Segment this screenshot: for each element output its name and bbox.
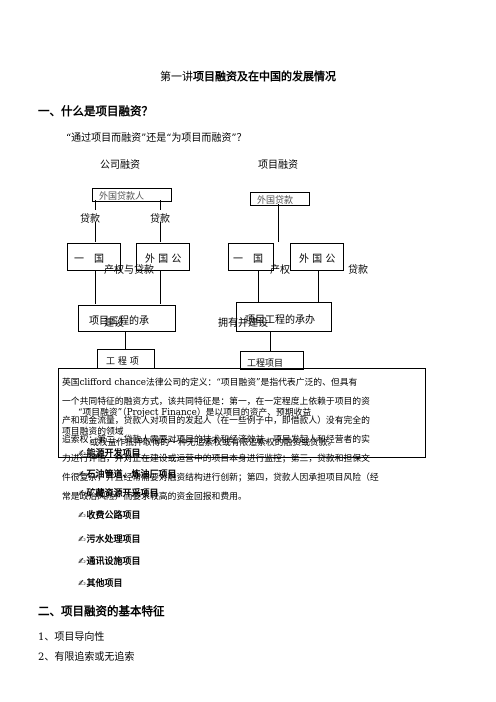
panel-line-5: 力进行评估，并对正在建设或运营中的项目本身进行监控；第三，贷款和担保文: [62, 454, 370, 464]
overlay-fields-title: 项目融资的领域: [62, 427, 124, 437]
section1-heading: 一、什么是项目融资？: [38, 104, 153, 118]
feature-1: 1、项目导向性: [38, 632, 105, 643]
left-build: 建设: [104, 318, 124, 329]
panel-line-1: 英国clifford chance法律公司的定义：“项目融资”是指代表广泛的、但…: [62, 378, 358, 388]
section2-heading: 二、项目融资的基本特征: [38, 604, 165, 618]
panel-line-4: 追索权；第二，贷款人需要对项目的技术和经济效益、项目发起人和经营者的实: [62, 435, 370, 445]
right-bottom-box: 项目工程的承办: [236, 302, 332, 332]
page-title: 第一讲项目融资及在中国的发展情况: [0, 68, 496, 84]
left-box-a: 一 国: [67, 243, 121, 271]
title-prefix: 第一讲: [160, 70, 193, 83]
feature-2: 2、有限追索或无追索: [38, 652, 135, 663]
project-finance-label: 项目融资: [258, 160, 298, 171]
left-box-b: 外 国 公: [136, 243, 190, 271]
section1-question: “通过项目而融资”还是“为项目而融资”？: [66, 133, 247, 144]
field-item-1: ✍能源开发项目: [78, 449, 141, 459]
right-box-b: 外 国 公: [290, 243, 344, 271]
corporate-finance-label: 公司融资: [100, 160, 140, 171]
right-own-build: 拥有并建设: [218, 318, 268, 329]
definition-panel: [58, 368, 426, 458]
field-item-4: ✍收费公路项目: [78, 511, 141, 521]
overlay-definition-2: 或权益作抵押取得的一种无追索权或有限追索权的融资或贷款。: [90, 438, 337, 448]
left-bottom-box: 项目工程的承: [78, 305, 176, 332]
overlay-definition-1: “项目融资”（Project Finance）是以项目的资产、预期收益: [78, 408, 312, 418]
panel-line-6: 件很复杂，并且经常需要对融资结构进行创新；第四，贷款人因承担项目风险（经: [62, 473, 379, 483]
field-item-3: ✍矿藏资源开采项目: [78, 489, 159, 499]
right-equity: 产权: [270, 265, 290, 276]
right-box-a: 一 国: [228, 243, 274, 271]
panel-line-2: 一个共同特征的融资方式，该共同特征是：第一，在一定程度上依赖于项目的资: [62, 397, 370, 407]
left-loan-2: 贷款: [150, 214, 170, 225]
left-loan-1: 贷款: [80, 214, 100, 225]
right-last-box: 工程项目: [240, 351, 304, 370]
field-item-5: ✍污水处理项目: [78, 535, 141, 545]
field-item-2: ✍石油管道、炼油厂项目: [78, 470, 177, 480]
panel-line-3: 产和现金流量，贷款人对项目的发起人（在一些例子中，即借款人）没有完全的: [62, 416, 370, 426]
field-item-6: ✍通讯设施项目: [78, 557, 141, 567]
left-top-box: 外国贷款人: [92, 188, 172, 202]
left-last-box: 工 程 项: [97, 349, 155, 369]
panel-line-7: 常是政治风险）而要求较高的资金回报和费用。: [62, 492, 247, 502]
right-top-box: 外国贷款: [250, 192, 310, 206]
field-item-7: ✍其他项目: [78, 579, 123, 589]
right-loan: 贷款: [348, 265, 368, 276]
left-equity-loan: 产权与贷款: [104, 265, 154, 276]
title-main: 项目融资及在中国的发展情况: [193, 70, 336, 83]
